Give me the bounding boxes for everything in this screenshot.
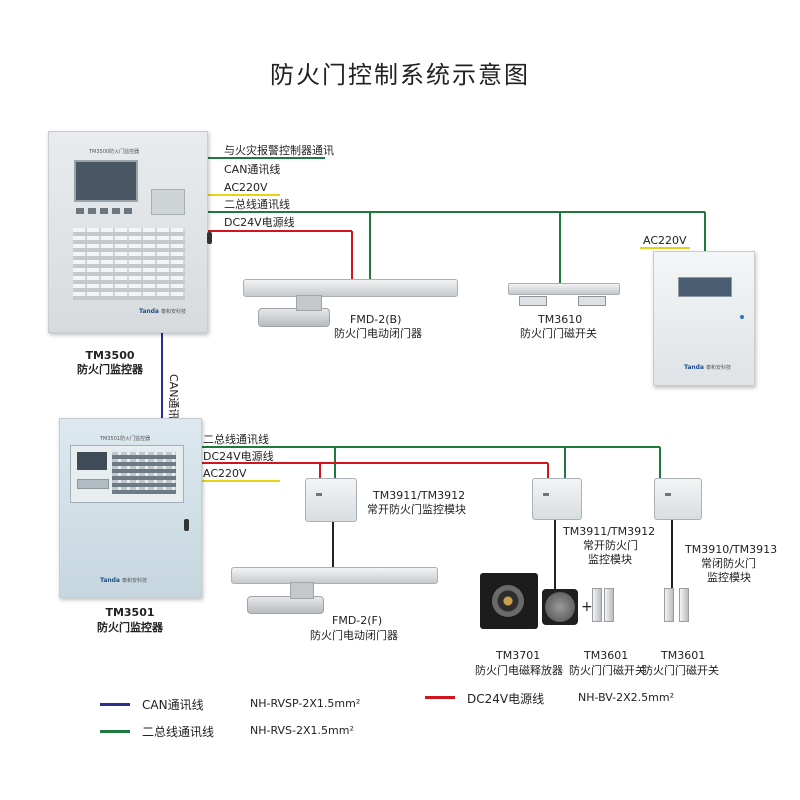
tm3500-indicator-grid xyxy=(73,228,185,300)
fmd2b-door-closer-arm xyxy=(243,279,458,297)
tm3911a-model: TM3911/TM3912 xyxy=(373,489,466,502)
tm3601b-name: 防火门门磁开关 xyxy=(642,664,719,677)
legend-dc24v-swatch xyxy=(425,696,455,699)
tm3500-name: 防火门监控器 xyxy=(77,363,143,376)
legend-bus-spec: NH-RVS-2X1.5mm² xyxy=(250,724,354,737)
plus-sign: + xyxy=(581,599,593,615)
tm3610-contact-right xyxy=(578,296,606,306)
tm3500-controller: TM3500防火门监控器 Tanda 泰和安科技 xyxy=(48,131,208,333)
tm3610-model: TM3610 xyxy=(538,313,583,326)
module-tm3910 xyxy=(654,478,702,520)
can-line-label: CAN通讯线 xyxy=(224,163,281,176)
tm3500-model: TM3500 xyxy=(85,349,135,362)
legend-dc24v-name: DC24V电源线 xyxy=(467,692,545,706)
tm3501-controller: TM3501防火门监控器 Tanda 泰和安科技 xyxy=(59,418,202,598)
module-tm3910-led xyxy=(665,493,671,496)
fmd2b-door-closer-link xyxy=(296,295,322,311)
module-tm3911-a-led xyxy=(316,493,322,496)
tm3610-switch xyxy=(508,283,620,295)
fmd2b-model: FMD-2(B) xyxy=(350,313,402,326)
power-box-display xyxy=(678,277,732,297)
tm3911b-model: TM3911/TM3912 xyxy=(563,525,656,538)
ac220v-power-label: AC220V xyxy=(643,234,687,247)
fmd2f-name: 防火门电动闭门器 xyxy=(310,629,398,642)
tm3500-keys xyxy=(76,208,136,214)
tm3910-name1: 常闭防火门 xyxy=(701,557,756,570)
legend-dc24v-spec: NH-BV-2X2.5mm² xyxy=(578,691,675,704)
legend-bus-name: 二总线通讯线 xyxy=(142,725,215,739)
legend-can-name: CAN通讯线 xyxy=(142,698,204,712)
power-box-brand-cn: 泰和安科技 xyxy=(706,365,732,371)
tm3601-a-left xyxy=(592,588,602,622)
fmd2f-door-closer-arm xyxy=(231,567,438,584)
legend-bus-swatch xyxy=(100,730,130,733)
tm3601-a-right xyxy=(604,588,614,622)
diagram-title: 防火门控制系统示意图 xyxy=(270,61,530,89)
power-box-indicator xyxy=(740,315,744,319)
tm3601-b-right xyxy=(679,588,689,622)
tm3501-model: TM3501 xyxy=(105,606,155,619)
legend-can-spec: NH-RVSP-2X1.5mm² xyxy=(250,697,361,710)
bus-top-label: 二总线通讯线 xyxy=(224,198,290,211)
tm3701-model: TM3701 xyxy=(496,649,541,662)
tm3911b-name2: 监控模块 xyxy=(588,553,632,566)
module-tm3911-a xyxy=(305,478,357,522)
tm3701-release-coil xyxy=(492,585,524,617)
tm3601-b-left xyxy=(664,588,674,622)
tm3500-brand: Tanda xyxy=(139,308,159,315)
tm3501-printer-slot xyxy=(77,479,109,489)
tm3601a-model: TM3601 xyxy=(584,649,629,662)
tm3500-brand-cn: 泰和安科技 xyxy=(161,309,187,315)
tm3610-contact-left xyxy=(519,296,547,306)
fmd2f-door-closer-link xyxy=(290,582,314,599)
power-box-brand: Tanda xyxy=(684,364,704,371)
tm3610-name: 防火门门磁开关 xyxy=(520,327,597,340)
tm3500-screen xyxy=(74,160,138,202)
tm3911b-name1: 常开防火门 xyxy=(583,539,638,552)
tm3501-keypad xyxy=(112,452,176,494)
module-tm3911-b-led xyxy=(543,493,549,496)
tm3501-brand-cn: 泰和安科技 xyxy=(122,578,148,584)
module-tm3911-b xyxy=(532,478,582,520)
fmd2f-model: FMD-2(F) xyxy=(332,614,383,627)
tm3701-armature-disk xyxy=(545,592,575,622)
tm3500-printer xyxy=(151,189,185,215)
tm3601a-name: 防火门门磁开关 xyxy=(569,664,646,677)
tm3500-key-icon xyxy=(207,232,212,244)
tm3601b-model: TM3601 xyxy=(661,649,706,662)
tm3910-model: TM3910/TM3913 xyxy=(685,543,778,556)
tm3501-key-icon xyxy=(184,519,189,531)
legend-can-swatch xyxy=(100,703,130,706)
can-vertical-label: CAN通讯 xyxy=(167,374,180,420)
tm3910-name2: 监控模块 xyxy=(707,571,751,584)
dc24v-top-label: DC24V电源线 xyxy=(224,216,295,229)
tm3501-screen xyxy=(77,452,107,470)
tm3501-brand: Tanda xyxy=(100,577,120,584)
power-box: Tanda 泰和安科技 xyxy=(653,251,755,386)
ac220v-top-label: AC220V xyxy=(224,181,268,194)
ac220v-bottom-label: AC220V xyxy=(203,467,247,480)
tm3701-name: 防火门电磁释放器 xyxy=(475,664,563,677)
fmd2b-door-closer-body xyxy=(258,308,330,327)
tm3500-header: TM3500防火门监控器 xyxy=(89,149,140,155)
tm3701-release-base xyxy=(480,573,538,629)
tm3501-name: 防火门监控器 xyxy=(97,621,163,634)
fmd2f-door-closer-body xyxy=(247,596,324,614)
tm3501-header: TM3501防火门监控器 xyxy=(100,436,151,442)
tm3701-armature-plate xyxy=(542,589,578,625)
fmd2b-name: 防火门电动闭门器 xyxy=(334,327,422,340)
tm3911a-name: 常开防火门监控模块 xyxy=(367,503,466,516)
bus-bottom-label: 二总线通讯线 xyxy=(203,433,269,446)
fire-alarm-comm-label: 与火灾报警控制器通讯 xyxy=(224,144,334,157)
dc24v-bottom-label: DC24V电源线 xyxy=(203,450,274,463)
